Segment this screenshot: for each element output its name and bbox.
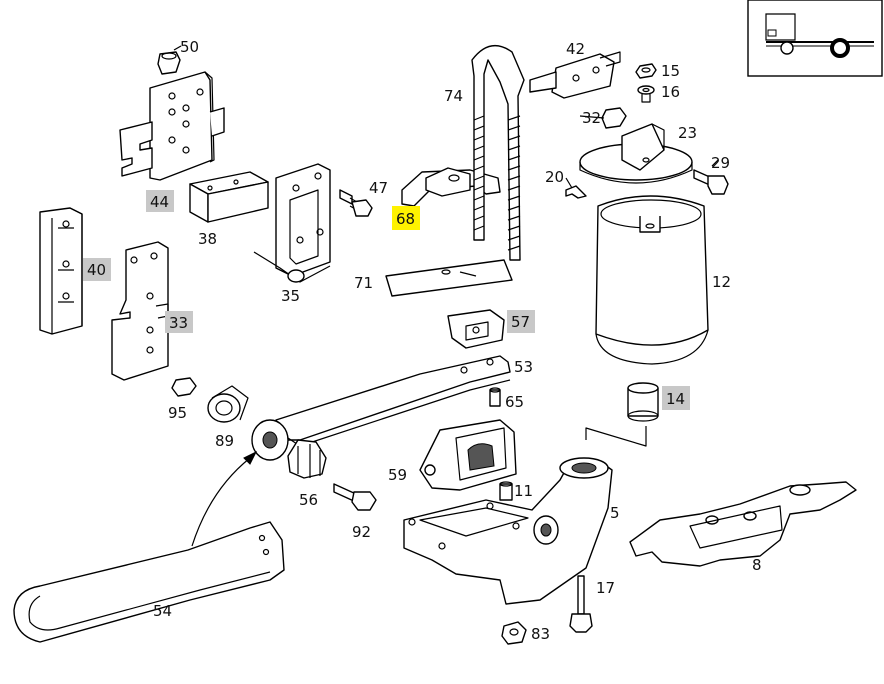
callout-16: 16 (661, 83, 680, 101)
part-40-angle-bracket[interactable] (39, 207, 83, 335)
part-15-nut[interactable] (635, 63, 657, 79)
part-35-mount-bracket[interactable] (253, 163, 331, 283)
part-20-clip[interactable] (565, 185, 587, 199)
part-54-spring-strap[interactable] (13, 521, 285, 643)
callout-54: 54 (153, 602, 172, 620)
callout-12: 12 (712, 273, 731, 291)
callout-bg-14 (662, 386, 690, 410)
callout-14: 14 (666, 390, 685, 408)
callout-89: 89 (215, 432, 234, 450)
callout-38: 38 (198, 230, 217, 248)
callout-74: 74 (444, 87, 463, 105)
callout-68: 68 (396, 210, 415, 228)
callout-bg-40 (83, 258, 111, 281)
part-14-bump-stop[interactable] (627, 382, 659, 422)
part-95-nut[interactable] (171, 377, 197, 397)
part-65-pin[interactable] (489, 387, 501, 407)
callout-42: 42 (566, 40, 585, 58)
callout-50: 50 (180, 38, 199, 56)
callout-95: 95 (168, 404, 187, 422)
part-83-nut[interactable] (501, 621, 527, 645)
leader-lines (459, 115, 719, 277)
callout-15: 15 (661, 62, 680, 80)
callout-11: 11 (514, 482, 533, 500)
callout-65: 65 (505, 393, 524, 411)
part-68-spring-seat[interactable] (401, 167, 501, 207)
part-71-shim-plate[interactable] (385, 259, 513, 297)
callout-bg-57 (507, 310, 535, 333)
callout-92: 92 (352, 523, 371, 541)
callout-59: 59 (388, 466, 407, 484)
part-33-plate[interactable] (111, 241, 169, 381)
part-56-rubber-bushing[interactable] (287, 439, 327, 479)
callout-bg-68 (392, 206, 420, 230)
callout-57: 57 (511, 313, 530, 331)
callout-29: 29 (711, 154, 730, 172)
reference-bracket-line (585, 426, 647, 447)
part-42-bracket[interactable] (529, 51, 621, 99)
part-5-axle-carrier[interactable] (403, 457, 613, 605)
part-44-bracket[interactable] (119, 71, 225, 181)
callout-56: 56 (299, 491, 318, 509)
part-57-mount[interactable] (447, 309, 505, 349)
part-32-nut[interactable] (601, 107, 627, 129)
callout-23: 23 (678, 124, 697, 142)
callout-83: 83 (531, 625, 550, 643)
part-38-block[interactable] (189, 171, 269, 223)
truck-rear-axle-icon (747, 0, 883, 77)
callout-35: 35 (281, 287, 300, 305)
callout-17: 17 (596, 579, 615, 597)
part-47-bolt[interactable] (339, 189, 373, 217)
callout-bg-33 (165, 311, 193, 333)
part-89-bushing[interactable] (207, 385, 249, 423)
part-12-air-bellows[interactable] (595, 195, 709, 365)
part-29-bolt[interactable] (693, 169, 729, 195)
part-11-pin[interactable] (499, 481, 513, 501)
callout-5: 5 (610, 504, 620, 522)
spring-eye[interactable] (251, 419, 289, 461)
callout-53: 53 (514, 358, 533, 376)
callout-20: 20 (545, 168, 564, 186)
assembly-arrow (191, 450, 258, 547)
part-17-long-bolt[interactable] (569, 575, 593, 633)
part-50-nut[interactable] (157, 51, 181, 75)
callout-33: 33 (169, 314, 188, 332)
callout-47: 47 (369, 179, 388, 197)
part-92-bolt[interactable] (333, 483, 377, 511)
callout-8: 8 (752, 556, 762, 574)
part-16-washer[interactable] (637, 85, 655, 103)
callout-44: 44 (150, 193, 169, 211)
part-59-bracket[interactable] (419, 419, 517, 491)
callout-bg-44 (146, 190, 174, 212)
callout-71: 71 (354, 274, 373, 292)
part-74-u-bolt[interactable] (471, 44, 525, 261)
callout-40: 40 (87, 261, 106, 279)
part-8-axle-beam[interactable] (629, 481, 857, 567)
callout-32: 32 (582, 109, 601, 127)
part-23-top-plate[interactable] (579, 123, 693, 184)
